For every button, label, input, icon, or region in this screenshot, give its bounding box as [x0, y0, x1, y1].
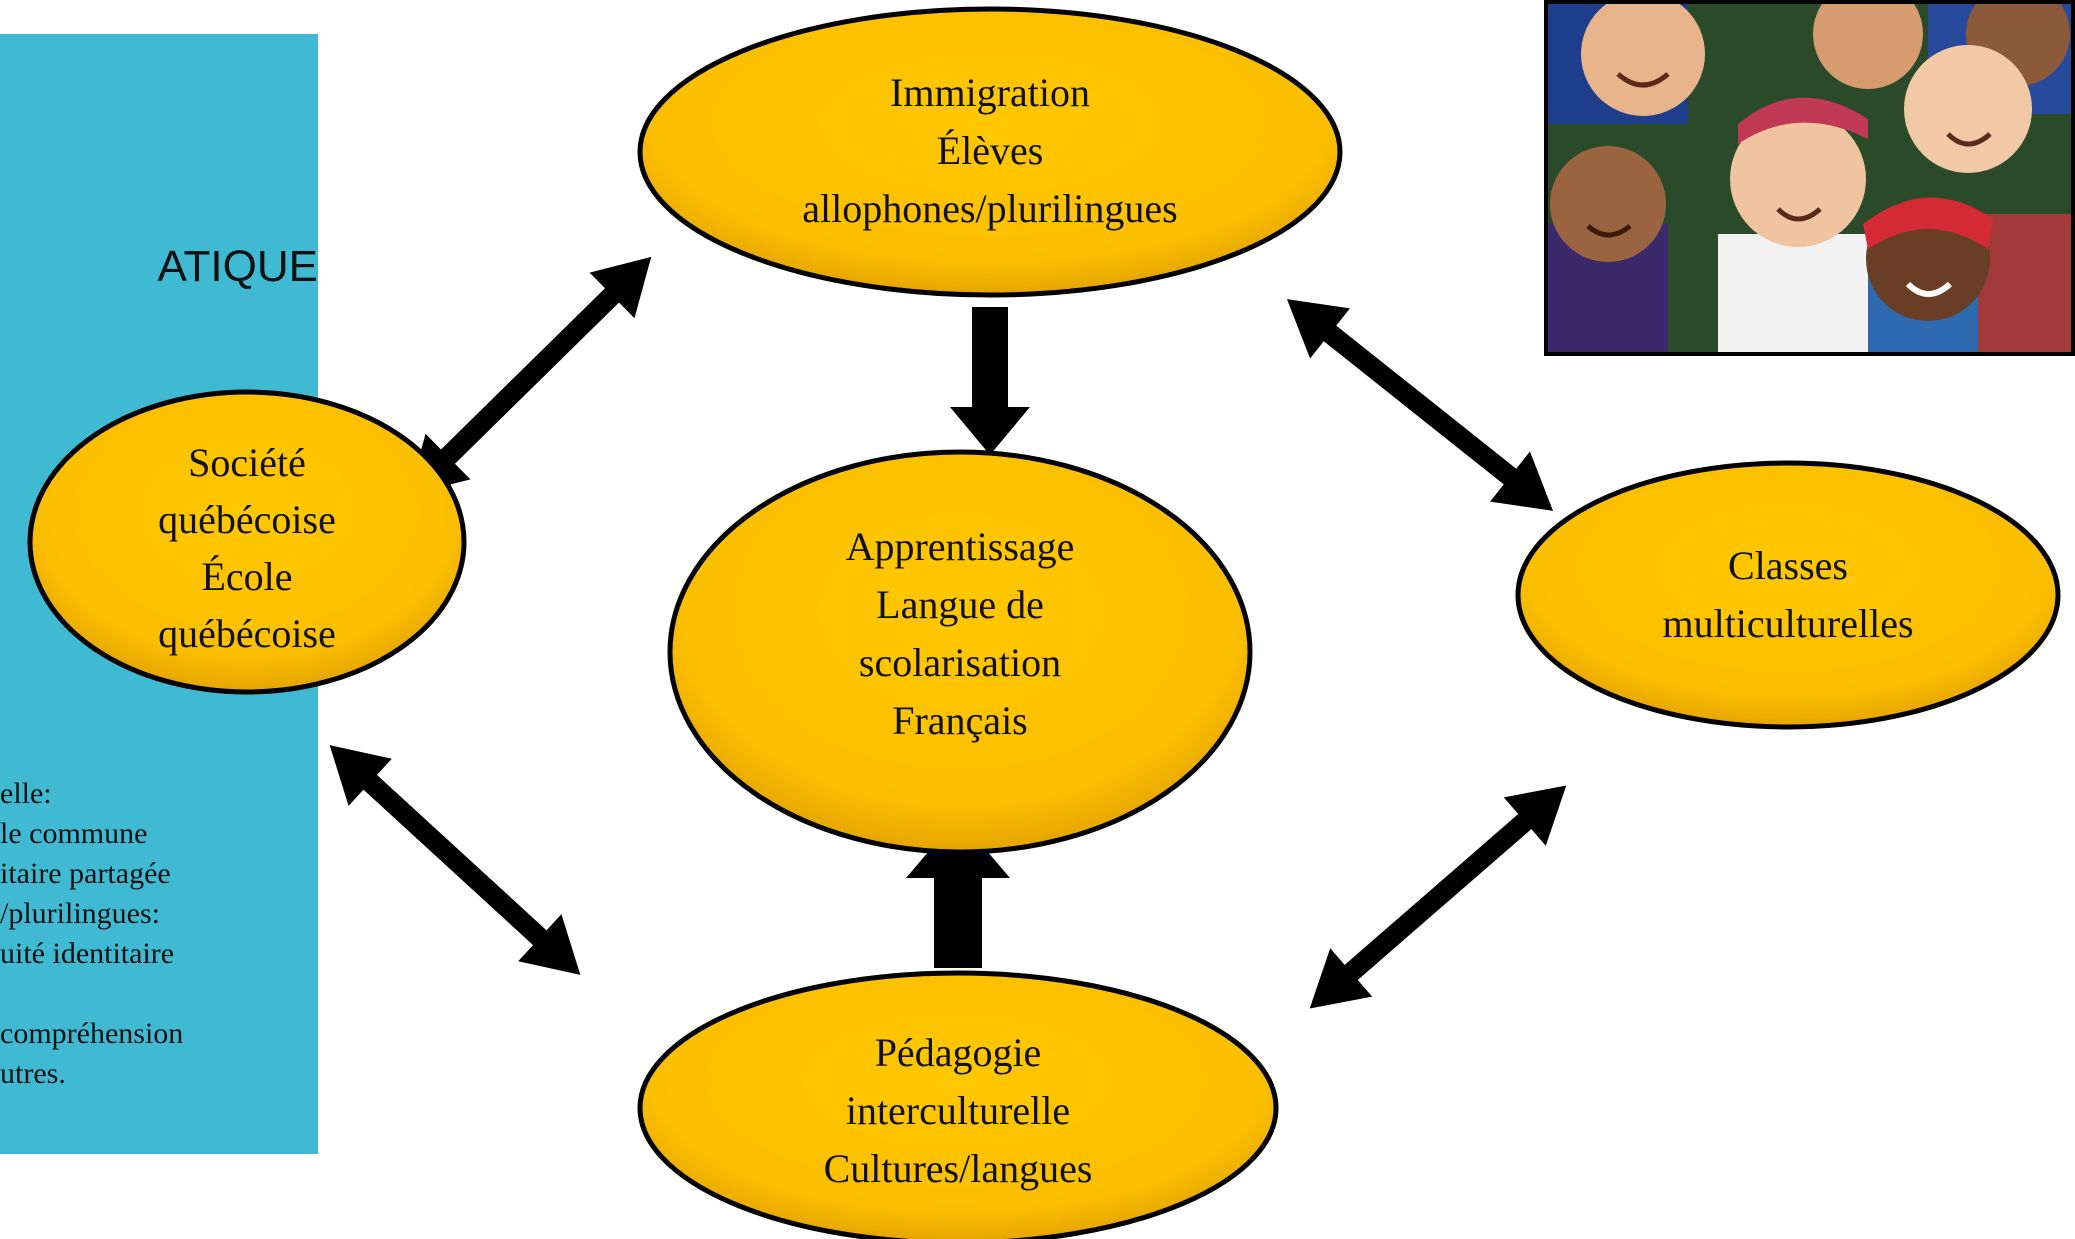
- panel-line: /plurilingues:: [0, 897, 160, 930]
- arrow-pedagogie-to-apprentissage: [906, 817, 1010, 968]
- node-apprentissage-line: Français: [892, 698, 1028, 743]
- node-immigration-line: Immigration: [890, 70, 1090, 115]
- arrow-immigration-to-apprentissage: [950, 307, 1030, 455]
- arrow-immigration-classes: [1286, 299, 1554, 511]
- node-classes: Classes multiculturelles: [1515, 460, 2061, 730]
- panel-line: elle:: [0, 777, 52, 810]
- node-classes-shape: [1515, 460, 2061, 730]
- arrow-classes-pedagogie: [1309, 785, 1567, 1009]
- panel-heading: ATIQUE: [157, 242, 318, 291]
- node-societe-line: québécoise: [158, 497, 336, 542]
- node-immigration: Immigration Élèves allophones/plurilingu…: [637, 6, 1343, 298]
- panel-line: uité identitaire: [0, 937, 175, 970]
- panel-body: elle: le commune itaire partagée /pluril…: [0, 774, 318, 1094]
- children-photo-illustration: [1548, 4, 2071, 352]
- node-apprentissage-line: Langue de: [876, 582, 1044, 627]
- node-societe-line: École: [201, 554, 292, 599]
- node-societe-line: québécoise: [158, 611, 336, 656]
- node-apprentissage-shape: [667, 449, 1253, 855]
- arrows-group: [329, 256, 1567, 1009]
- panel-line: le commune: [0, 817, 148, 850]
- node-apprentissage: Apprentissage Langue de scolarisation Fr…: [667, 449, 1253, 855]
- node-societe-shape: [27, 389, 467, 695]
- node-pedagogie-line: Cultures/langues: [824, 1146, 1093, 1191]
- panel-line: utres.: [0, 1057, 66, 1090]
- children-group-photo: [1544, 0, 2075, 356]
- node-immigration-shape: [637, 6, 1343, 298]
- node-societe: Société québécoise École québécoise: [27, 389, 467, 695]
- node-pedagogie-line: interculturelle: [846, 1088, 1070, 1133]
- node-classes-line: Classes: [1728, 543, 1848, 588]
- panel-line: compréhension: [0, 1017, 184, 1050]
- arrow-immigration-societe: [408, 256, 652, 496]
- node-classes-line: multiculturelles: [1662, 601, 1913, 646]
- arrow-societe-pedagogie: [329, 745, 581, 975]
- node-immigration-line: allophones/plurilingues: [802, 186, 1178, 231]
- node-societe-line: Société: [188, 440, 306, 485]
- node-apprentissage-line: Apprentissage: [846, 524, 1075, 569]
- node-pedagogie-shape: [637, 970, 1279, 1239]
- node-pedagogie: Pédagogie interculturelle Cultures/langu…: [637, 970, 1279, 1239]
- node-pedagogie-line: Pédagogie: [875, 1030, 1042, 1075]
- panel-line: itaire partagée: [0, 857, 171, 890]
- node-immigration-line: Élèves: [937, 128, 1044, 173]
- node-apprentissage-line: scolarisation: [859, 640, 1061, 685]
